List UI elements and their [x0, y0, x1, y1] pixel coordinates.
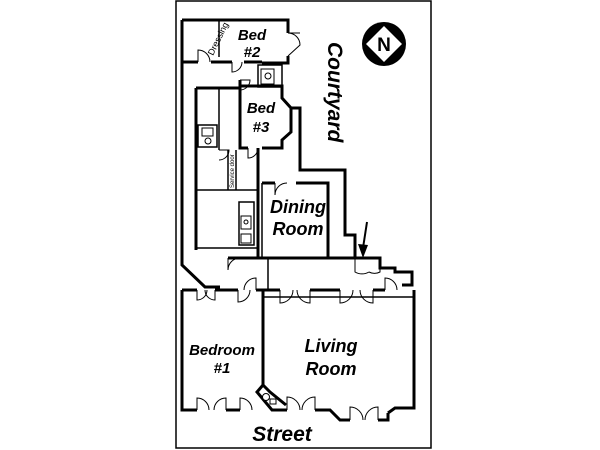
label-bedroom1-line1: Bedroom	[189, 342, 255, 359]
label-courtyard: Courtyard	[323, 42, 346, 144]
door-swings	[196, 32, 398, 421]
dining-room-walls	[261, 181, 355, 260]
bath-fixture-icon	[262, 393, 277, 405]
room-labels: Dressing Bed #2 Bed #3 Service door Dini…	[189, 21, 357, 446]
label-dressing: Dressing	[206, 21, 231, 57]
label-living-line1: Living	[305, 336, 358, 356]
label-dining-line2: Room	[273, 219, 324, 239]
label-living-line2: Room	[306, 359, 357, 379]
label-bed3-line1: Bed	[247, 100, 276, 117]
label-bedroom1-line2: #1	[214, 360, 231, 377]
label-service-door: Service door	[230, 154, 236, 188]
compass-letter: N	[377, 35, 391, 56]
label-bed3-line2: #3	[253, 119, 270, 136]
entrance-arrow-icon	[358, 221, 368, 258]
upper-wing-walls	[180, 18, 357, 258]
label-street: Street	[252, 423, 313, 446]
label-dining-line1: Dining	[270, 197, 326, 217]
north-compass-icon: N	[362, 22, 406, 66]
label-bed2-line2: #2	[244, 44, 261, 61]
plan-frame	[175, 0, 432, 449]
lower-wing-walls	[180, 256, 416, 422]
label-bed2-line1: Bed	[238, 27, 267, 44]
